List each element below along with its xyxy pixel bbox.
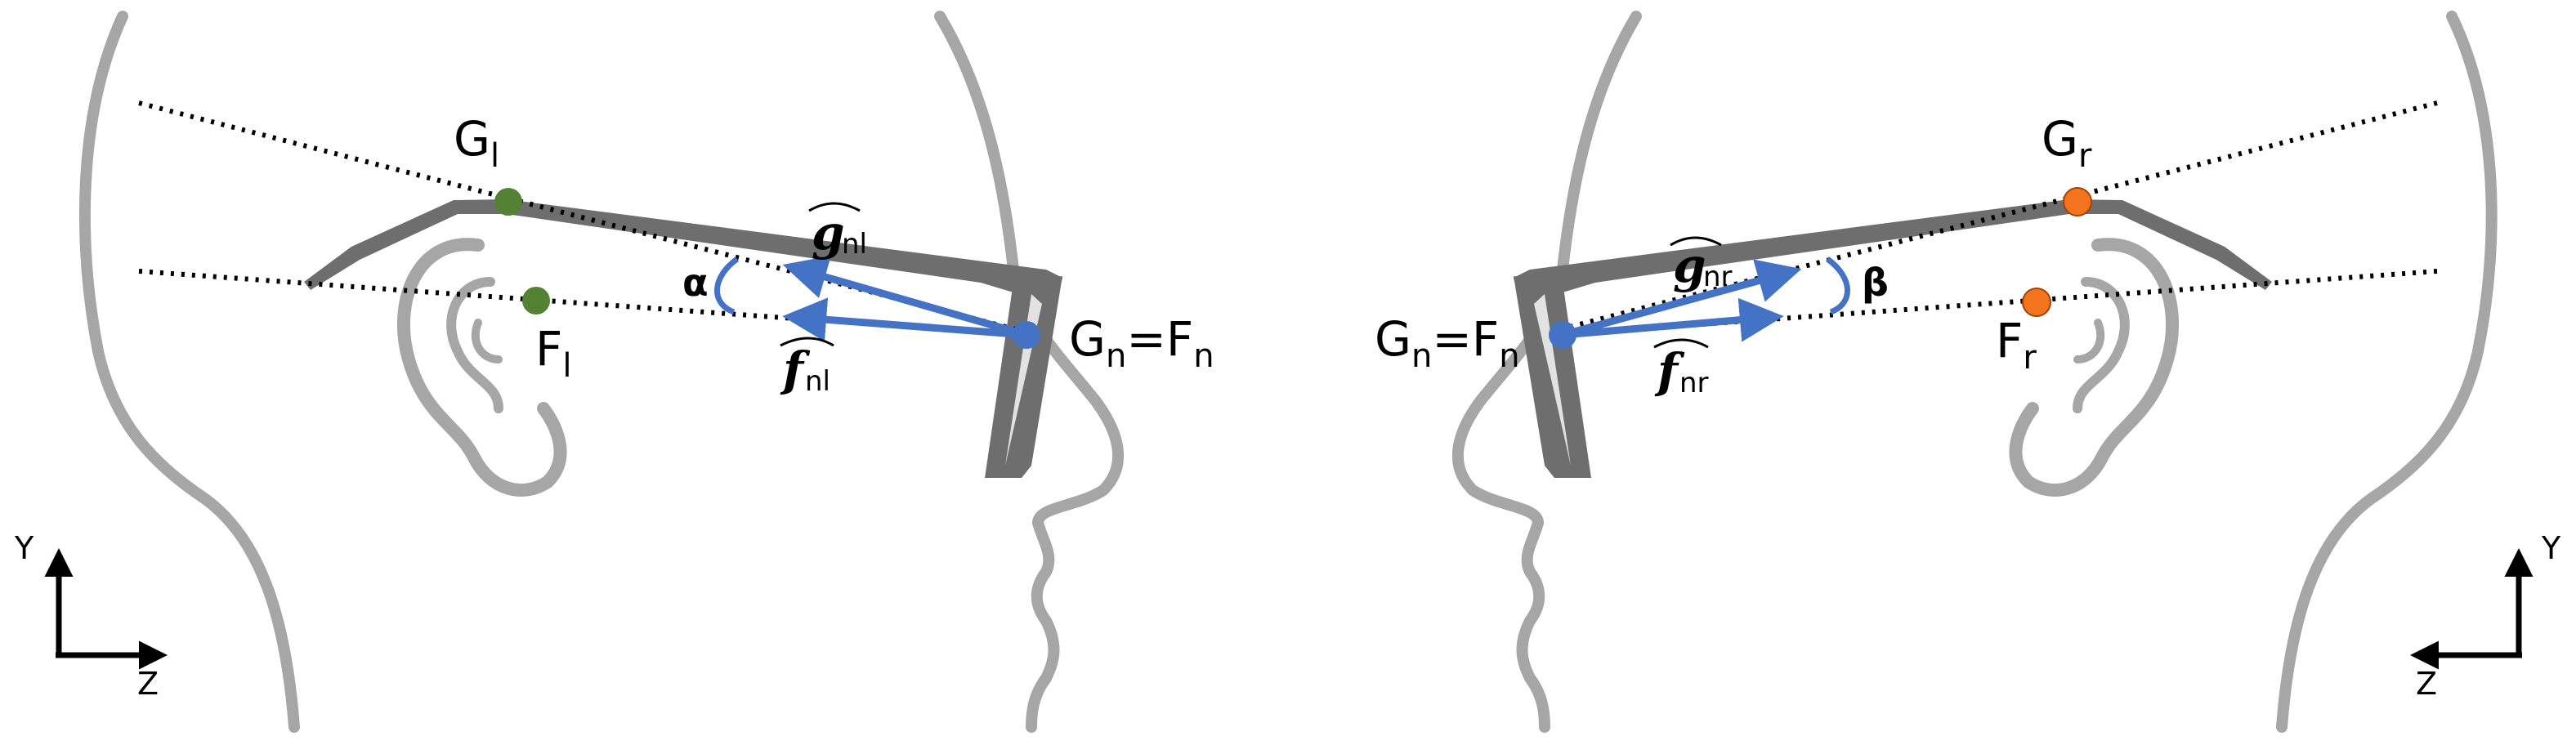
right-angle-label: β (1862, 261, 1889, 305)
left-vector-f (782, 297, 1027, 342)
left-label-G: Gl (454, 111, 499, 175)
right-head-outline (2276, 11, 2498, 733)
svg-text:g: g (1673, 238, 1706, 293)
left-angle-label: α (682, 261, 709, 305)
left-label-origin: Gn=Fn (1069, 311, 1214, 375)
left-dotted-line-upper (138, 100, 1022, 333)
right-axes: Y Z (2410, 530, 2561, 702)
left-label-F: Fl (535, 321, 572, 385)
right-glasses (1514, 199, 2272, 478)
right-point-G (2063, 187, 2092, 216)
left-axis-y-label: Y (14, 530, 34, 566)
right-vector-f (1562, 297, 1784, 342)
left-point-origin (1013, 321, 1040, 349)
right-label-vector-g: g nr (1670, 236, 1733, 293)
right-dotted-line-upper (1554, 100, 2438, 333)
right-ear (2009, 238, 2180, 497)
left-head-outline (78, 11, 300, 733)
left-vector-g (782, 256, 1028, 339)
right-label-origin: Gn=Fn (1375, 311, 1520, 375)
left-label-vector-g: g nl (808, 202, 867, 261)
svg-text:nr: nr (1703, 261, 1733, 293)
left-axes: Y Z (14, 530, 168, 702)
left-point-G (494, 188, 522, 216)
left-view: Gl Fl g nl f nl α Gn=Fn Y Z (14, 11, 1214, 733)
left-face-profile (934, 11, 1125, 733)
right-label-vector-f: f nr (1653, 338, 1709, 399)
svg-text:nl: nl (805, 365, 830, 398)
svg-text:nl: nl (842, 228, 867, 261)
right-point-F (2022, 288, 2051, 317)
svg-text:g: g (812, 205, 845, 261)
left-glasses (304, 199, 1062, 478)
left-label-vector-f: f nl (780, 337, 834, 398)
right-vector-g (1561, 259, 1802, 339)
right-view: Gr Fr g nr f nr β Gn=Fn Y Z (1375, 11, 2561, 733)
right-axis-y-label: Y (2541, 530, 2561, 566)
left-angle-arc (714, 257, 740, 315)
right-face-profile (1451, 11, 1642, 733)
left-point-F (522, 287, 550, 315)
left-ear (396, 238, 567, 497)
left-axis-z-label: Z (137, 666, 159, 702)
svg-text:nr: nr (1679, 367, 1709, 399)
right-point-origin (1549, 321, 1576, 349)
right-angle-arc (1825, 257, 1850, 315)
right-label-F: Fr (1996, 313, 2037, 377)
right-axis-z-label: Z (2416, 666, 2437, 702)
right-label-G: Gr (2042, 111, 2092, 175)
